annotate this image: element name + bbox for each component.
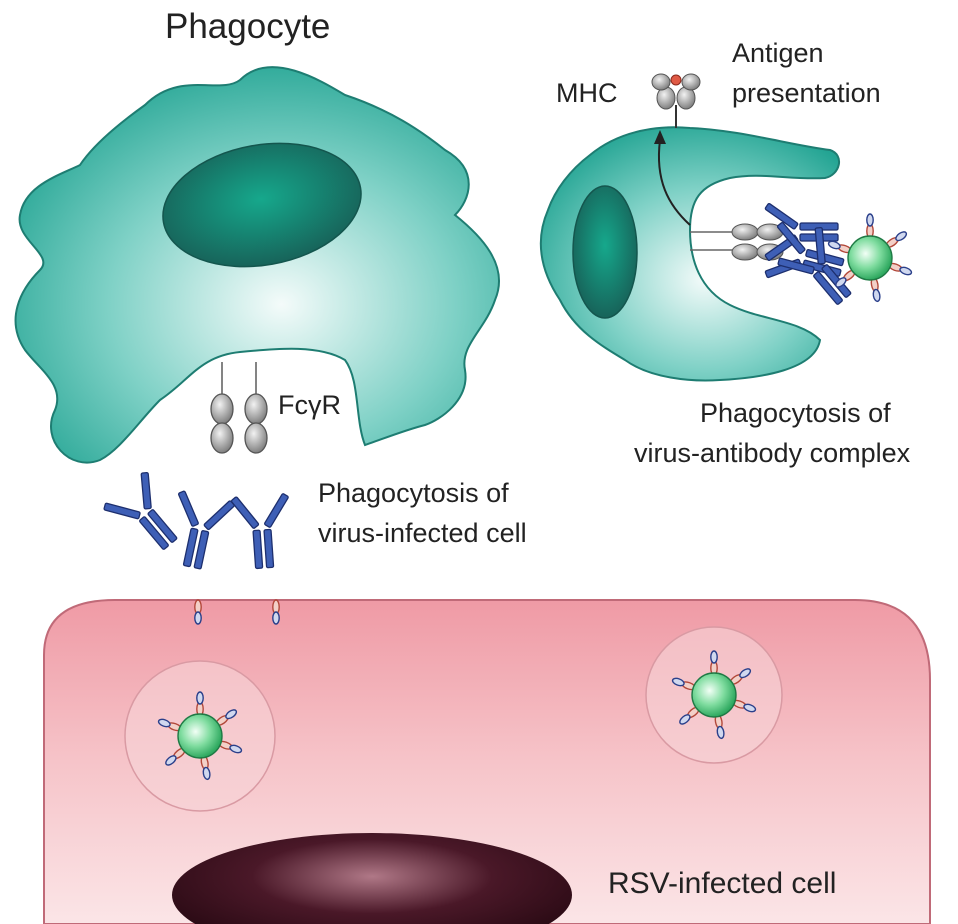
vesicle-left <box>124 660 276 812</box>
phago-infected-line2: virus-infected cell <box>318 518 527 548</box>
phago-complex-line1: Phagocytosis of <box>700 398 891 428</box>
internal-complex <box>690 202 912 319</box>
phagocyte-2-nucleus <box>572 185 638 319</box>
fc-receptor-2 <box>244 361 268 454</box>
phago-complex-line2: virus-antibody complex <box>634 438 911 468</box>
phagocyte-title: Phagocyte <box>165 7 331 46</box>
fc-receptor-1 <box>210 361 234 454</box>
presentation-arrow <box>658 139 691 226</box>
antibody-bridge-1 <box>163 488 237 574</box>
infected-cell-nucleus <box>172 833 572 924</box>
antibody-extra <box>100 468 194 564</box>
phagocyte-nucleus <box>162 142 362 268</box>
antigen-label-line1: Antigen <box>732 38 824 68</box>
phago-infected-line1: Phagocytosis of <box>318 478 509 508</box>
antibody-bridge-2 <box>230 492 295 571</box>
mhc-label: MHC <box>556 78 618 108</box>
rsv-cell-label: RSV-infected cell <box>608 867 837 900</box>
fcgr-label: FcγR <box>278 390 341 420</box>
antigen-label-line2: presentation <box>732 78 881 108</box>
mhc-molecule <box>651 73 701 128</box>
vesicle-right <box>645 626 783 764</box>
